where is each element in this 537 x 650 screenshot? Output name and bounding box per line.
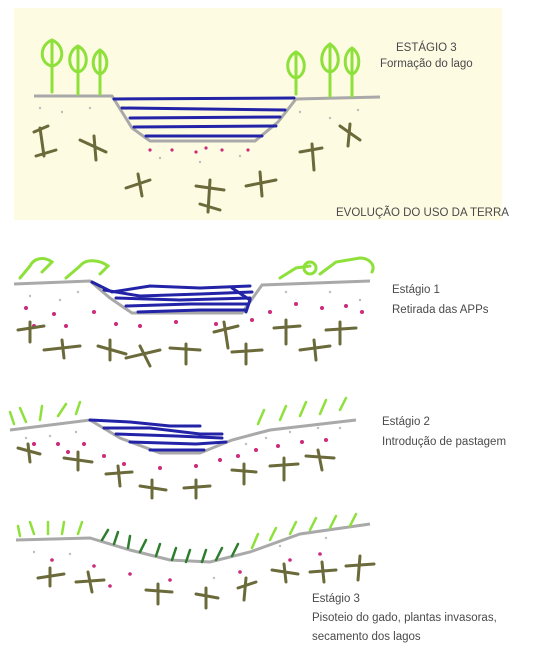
stage-3-title: Estágio 3	[312, 590, 497, 609]
stage-3-grass	[18, 514, 356, 548]
stage-1-water	[92, 282, 252, 312]
figure-caption: EVOLUÇÃO DO USO DA TERRA	[336, 207, 509, 219]
stage-0-sediment	[148, 146, 249, 153]
stage-2-description: Introdução de pastagem	[382, 434, 506, 450]
stage-3-invasive-plants	[102, 530, 238, 562]
stage-0-label: ESTÁGIO 3 Formação do lago	[380, 40, 473, 72]
stage-0-trees	[42, 40, 359, 96]
stage-1-vegetation	[20, 258, 373, 278]
stage-1-title: Estágio 1	[392, 282, 489, 298]
stage-0-title: ESTÁGIO 3	[380, 40, 473, 56]
stage-0-description: Formação do lago	[380, 56, 473, 72]
stage-2-title: Estágio 2	[382, 414, 506, 430]
stage-3-ground-line	[16, 524, 370, 562]
stage-2-grass	[10, 398, 346, 424]
stage-1-ground-line	[14, 281, 370, 313]
stage-1-label: Estágio 1 Retirada das APPs	[392, 282, 489, 318]
stage-2-water	[90, 420, 226, 450]
stage-1-description: Retirada das APPs	[392, 302, 489, 318]
stage-3-description-line-1: Pisoteio do gado, plantas invasoras,	[312, 609, 497, 628]
stage-3-description-line-2: secamento dos lagos	[312, 628, 497, 647]
stage-1-illustration	[14, 258, 373, 366]
stage-2-illustration	[10, 398, 356, 498]
stage-0-illustration	[34, 40, 380, 212]
stage-2-label: Estágio 2 Introdução de pastagem	[382, 414, 506, 450]
stage-1-sediment	[24, 302, 364, 328]
stage-3-label: Estágio 3 Pisoteio do gado, plantas inva…	[312, 590, 497, 647]
stage-1-roots	[18, 320, 356, 366]
